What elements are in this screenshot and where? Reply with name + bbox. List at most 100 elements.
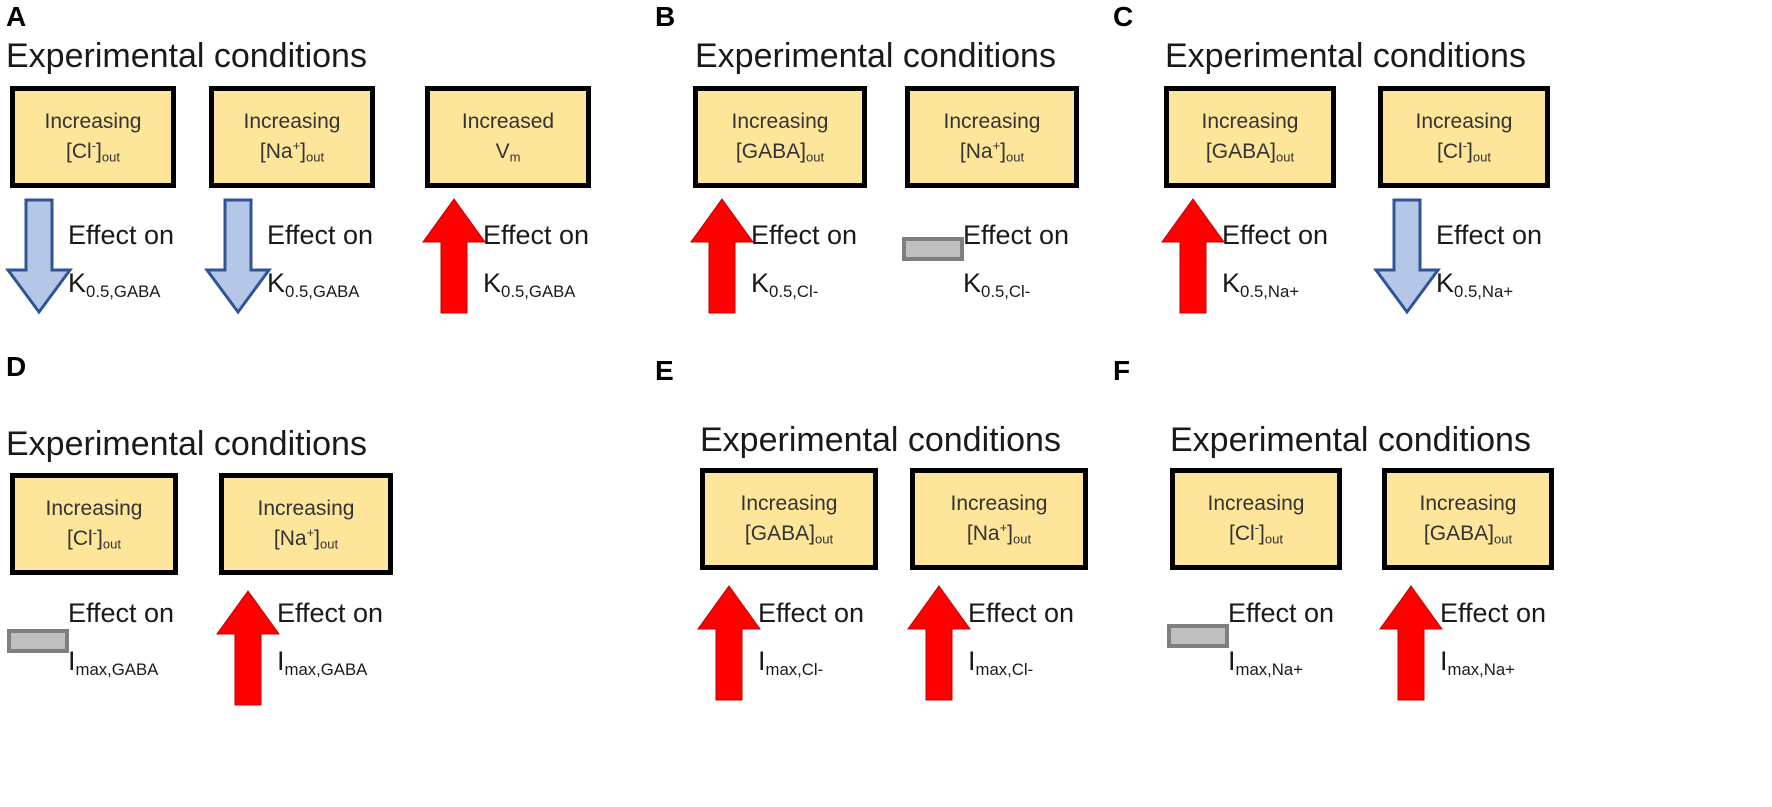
decrease-arrow-icon <box>1373 198 1441 315</box>
condition-species: V <box>495 140 510 163</box>
effect-parameter: K0.5,GABA <box>483 268 589 302</box>
condition-charge: - <box>91 138 97 153</box>
effect-label: Effect on K0.5,Na+ <box>1436 220 1543 300</box>
condition-line2: [GABA]out <box>1206 137 1294 167</box>
parameter-subscript: max,GABA <box>75 660 159 680</box>
condition-subscript: out <box>805 149 825 165</box>
parameter-symbol: I <box>758 646 766 676</box>
effect-text: Effect on <box>758 598 865 628</box>
effect-parameter: Imax,Cl- <box>758 646 864 678</box>
panel-label: D <box>6 351 27 382</box>
condition-line2: [Na+]out <box>967 519 1031 549</box>
condition-subscript: out <box>320 536 339 552</box>
no-change-bar-icon <box>7 629 69 653</box>
condition-subscript: out <box>1006 149 1025 165</box>
panel-label: A <box>6 1 27 32</box>
parameter-subscript: 0.5,GABA <box>285 282 360 302</box>
condition-bracket: ] <box>800 140 806 163</box>
parameter-subscript: max,Na+ <box>1235 660 1303 680</box>
condition-subscript: out <box>102 536 121 552</box>
effect-parameter: Imax,Cl- <box>968 646 1074 678</box>
condition-charge: - <box>1254 520 1260 535</box>
effect-text: Effect on <box>968 598 1075 628</box>
parameter-symbol: K <box>267 268 286 298</box>
condition-charge: - <box>1462 138 1468 153</box>
condition-bracket: ] <box>1000 140 1007 163</box>
condition-bracket: ] <box>1270 140 1276 163</box>
panel-heading: Experimental conditions <box>1170 421 1531 459</box>
parameter-symbol: K <box>483 268 502 298</box>
parameter-subscript: 0.5,Cl- <box>981 282 1031 302</box>
condition-box: Increasing[Na+]out <box>209 86 375 188</box>
parameter-symbol: I <box>968 646 976 676</box>
condition-line2: [Cl-]out <box>66 137 120 167</box>
condition-line1: Increased <box>461 110 555 133</box>
parameter-symbol: K <box>1436 268 1455 298</box>
effect-text: Effect on <box>1222 220 1329 250</box>
condition-charge: + <box>999 520 1008 535</box>
condition-box: Increasing[Cl-]out <box>10 473 178 575</box>
condition-species: [Cl <box>66 140 92 163</box>
panel-heading: Experimental conditions <box>6 425 367 463</box>
condition-line2: Vm <box>496 137 521 167</box>
parameter-subscript: 0.5,GABA <box>501 282 576 302</box>
condition-line2: [GABA]out <box>745 519 833 549</box>
effect-text: Effect on <box>963 220 1070 250</box>
condition-bracket: ] <box>96 140 102 163</box>
parameter-subscript: 0.5,Na+ <box>1240 282 1300 302</box>
effect-label: Effect on Imax,Cl- <box>968 598 1075 678</box>
condition-line1: Increasing <box>1201 110 1299 133</box>
parameter-subscript: max,GABA <box>284 660 368 680</box>
panel-label: B <box>655 1 676 32</box>
condition-line2: [Cl-]out <box>1229 519 1283 549</box>
condition-subscript: out <box>1472 149 1491 165</box>
condition-box: Increasing [Cl-]out <box>1170 468 1342 570</box>
panel-label: C <box>1113 1 1134 32</box>
decrease-arrow-icon <box>5 198 73 315</box>
condition-line2: [Na+]out <box>260 137 324 167</box>
effect-parameter: Imax,Na+ <box>1440 646 1546 678</box>
condition-line2: [GABA]out <box>736 137 824 167</box>
condition-line2: [GABA]out <box>1424 519 1512 549</box>
condition-line1: Increasing <box>950 492 1048 515</box>
condition-line2: [Na+]out <box>274 524 338 554</box>
effect-parameter: Imax,Na+ <box>1228 646 1334 680</box>
effect-label: Effect on K0.5,Na+ <box>1222 220 1329 302</box>
parameter-symbol: I <box>1440 646 1448 676</box>
parameter-symbol: I <box>68 646 76 676</box>
condition-species: [GABA <box>1423 522 1489 545</box>
condition-box: Increasing[Cl-]out <box>10 86 176 188</box>
no-change-bar-icon <box>902 237 964 261</box>
condition-species: [Na <box>959 140 993 163</box>
increase-arrow-icon <box>422 198 486 314</box>
effect-parameter: K0.5,Na+ <box>1436 268 1542 300</box>
effect-text: Effect on <box>483 220 590 250</box>
condition-subscript: out <box>1275 149 1295 165</box>
condition-charge: + <box>306 525 315 540</box>
effect-text: Effect on <box>1436 220 1543 250</box>
effect-text: Effect on <box>267 220 374 250</box>
condition-bracket: ] <box>1488 522 1494 545</box>
parameter-symbol: I <box>1228 646 1236 676</box>
condition-subscript: out <box>1264 531 1283 547</box>
condition-species: [Cl <box>67 527 93 550</box>
panel-heading: Experimental conditions <box>6 37 367 75</box>
condition-bracket: ] <box>809 522 815 545</box>
condition-line1: Increasing <box>1419 492 1517 515</box>
effect-parameter: Imax,GABA <box>68 646 174 680</box>
condition-line2: [Cl-]out <box>1437 137 1491 167</box>
condition-line1: Increasing <box>1207 492 1305 515</box>
condition-line1: Increasing <box>740 492 838 515</box>
condition-box: Increasing [GABA]out <box>1164 86 1336 188</box>
condition-box: Increasing [GABA]out <box>700 468 878 570</box>
increase-arrow-icon <box>697 585 761 701</box>
condition-bracket: ] <box>97 527 103 550</box>
effect-parameter: K0.5,Na+ <box>1222 268 1328 302</box>
panel-label: E <box>655 355 674 386</box>
condition-species: [Na <box>273 527 307 550</box>
effect-parameter: K0.5,Cl- <box>963 268 1069 302</box>
panel-heading: Experimental conditions <box>695 37 1056 75</box>
